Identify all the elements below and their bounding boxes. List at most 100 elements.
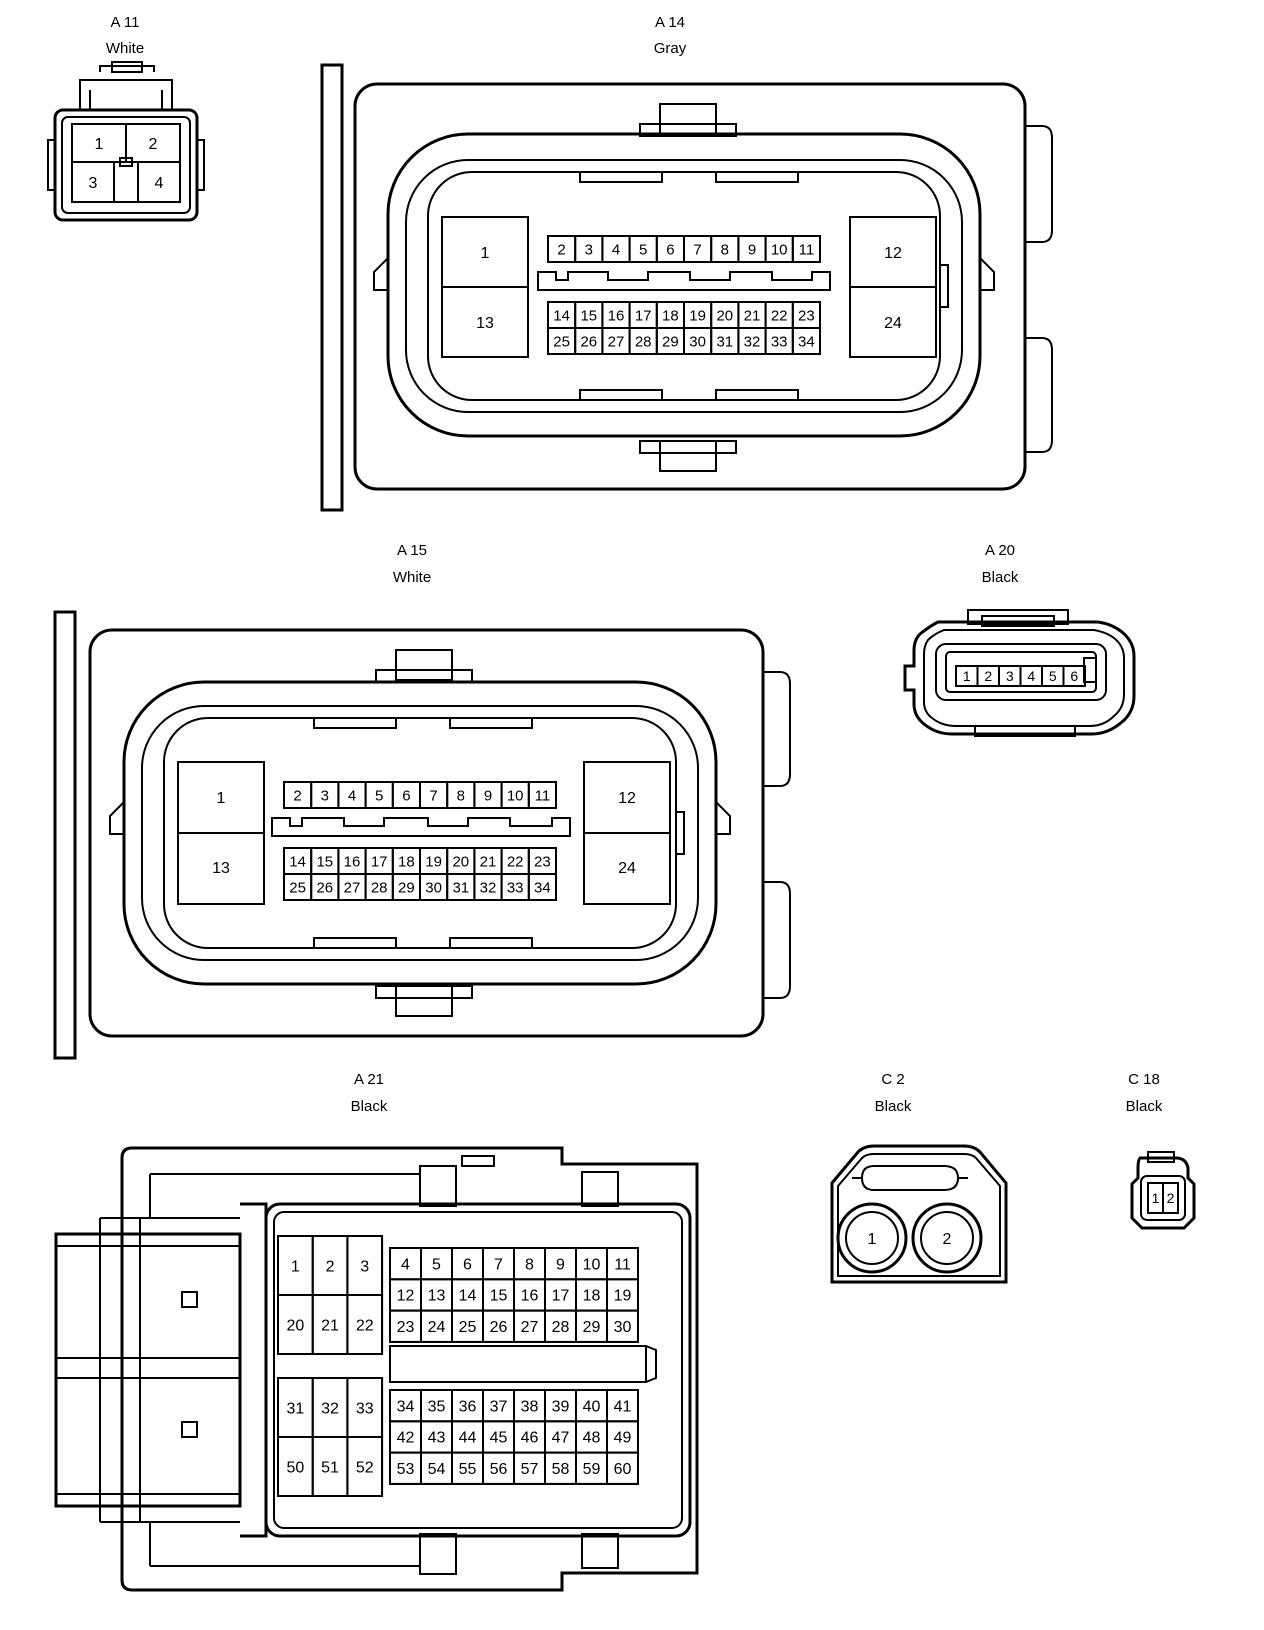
a14-pin-1: 1 bbox=[481, 245, 490, 262]
a21-pin-30: 30 bbox=[614, 1319, 632, 1336]
a14-pin-8: 8 bbox=[721, 241, 729, 258]
a15-pin-7: 7 bbox=[429, 787, 437, 804]
a15-pin-5: 5 bbox=[375, 787, 383, 804]
a21-pin-43: 43 bbox=[428, 1430, 446, 1447]
a15-pin-2: 2 bbox=[293, 787, 301, 804]
a14-pin-18: 18 bbox=[662, 307, 679, 324]
a20-pin-4: 4 bbox=[1027, 668, 1035, 684]
a15-color-label: White bbox=[392, 569, 432, 586]
a21-pin-21: 21 bbox=[321, 1317, 339, 1334]
a21-pin-7: 7 bbox=[494, 1256, 503, 1273]
a21-pin-16: 16 bbox=[521, 1288, 539, 1305]
c2-pin-2: 2 bbox=[943, 1231, 952, 1248]
a21-pin-51: 51 bbox=[321, 1459, 339, 1476]
a14-pin-5: 5 bbox=[639, 241, 647, 258]
a15-pin-19: 19 bbox=[425, 853, 442, 870]
a21-pin-22-cell bbox=[346, 1294, 384, 1355]
a14-pin-16: 16 bbox=[608, 307, 625, 324]
a21-pin-48: 48 bbox=[583, 1430, 601, 1447]
a21-pin-20: 20 bbox=[286, 1317, 304, 1334]
a21-pin-38: 38 bbox=[521, 1398, 539, 1415]
a21-pin-54: 54 bbox=[428, 1461, 446, 1478]
a15-pin-8: 8 bbox=[457, 787, 465, 804]
a15-pin-11: 11 bbox=[535, 787, 551, 804]
a21-pin-18: 18 bbox=[583, 1288, 601, 1305]
a21-pin-37: 37 bbox=[490, 1398, 508, 1415]
a21-pin-6: 6 bbox=[463, 1256, 472, 1273]
a20-pin-2: 2 bbox=[984, 668, 992, 684]
c2-pin-1: 1 bbox=[868, 1231, 877, 1248]
a15-pin-3: 3 bbox=[321, 787, 329, 804]
a11-pin-2: 2 bbox=[149, 136, 158, 153]
connector-a21 bbox=[54, 1146, 699, 1592]
a21-pin-19: 19 bbox=[614, 1288, 632, 1305]
a20-pin-1: 1 bbox=[963, 668, 971, 684]
a14-pin-17: 17 bbox=[635, 307, 652, 324]
a21-pin-33: 33 bbox=[356, 1400, 374, 1417]
a14-pin-32: 32 bbox=[744, 333, 761, 350]
a15-pin-17: 17 bbox=[371, 853, 388, 870]
a21-pin-35: 35 bbox=[428, 1398, 446, 1415]
a21-pin-52: 52 bbox=[356, 1459, 374, 1476]
a14-color-label: Gray bbox=[653, 40, 687, 57]
a21-pin-2: 2 bbox=[326, 1258, 335, 1275]
a15-pin-32: 32 bbox=[480, 879, 497, 896]
a21-pin-28: 28 bbox=[552, 1319, 570, 1336]
a15-pin-13: 13 bbox=[212, 860, 230, 877]
a21-pin-31: 31 bbox=[286, 1400, 304, 1417]
a14-pin-34-cell bbox=[791, 327, 821, 355]
a21-pin-60-cell bbox=[606, 1451, 639, 1485]
a21-pin-50: 50 bbox=[286, 1459, 304, 1476]
a14-pin-12: 12 bbox=[884, 245, 902, 262]
a21-pin-40: 40 bbox=[583, 1398, 601, 1415]
connector-c18 bbox=[1130, 1151, 1196, 1230]
a21-pin-41: 41 bbox=[614, 1398, 632, 1415]
a15-pin-9: 9 bbox=[484, 787, 492, 804]
a21-pin-8: 8 bbox=[525, 1256, 534, 1273]
a21-pin-27: 27 bbox=[521, 1319, 539, 1336]
a21-pin-55: 55 bbox=[459, 1461, 477, 1478]
a21-pin-30-cell bbox=[606, 1309, 639, 1343]
a15-pin-12: 12 bbox=[618, 790, 636, 807]
a21-pin-24: 24 bbox=[428, 1319, 446, 1336]
a21-pin-57: 57 bbox=[521, 1461, 539, 1478]
a14-pin-22: 22 bbox=[771, 307, 788, 324]
a14-pin-34: 34 bbox=[798, 333, 815, 350]
a21-color-label: Black bbox=[350, 1098, 388, 1115]
a15-pin-30: 30 bbox=[425, 879, 442, 896]
a15-pin-34-cell bbox=[527, 873, 557, 901]
a14-pin-2: 2 bbox=[557, 241, 565, 258]
a21-pin-60: 60 bbox=[614, 1461, 632, 1478]
a14-code-label: A 14 bbox=[654, 14, 686, 31]
c18-pin-2: 2 bbox=[1167, 1190, 1175, 1206]
a21-pin-29: 29 bbox=[583, 1319, 601, 1336]
a21-pin-44: 44 bbox=[459, 1430, 477, 1447]
a11-pin-3: 3 bbox=[89, 175, 98, 192]
a14-pin-33: 33 bbox=[771, 333, 788, 350]
a21-pin-11: 11 bbox=[614, 1256, 631, 1273]
a14-pin-3: 3 bbox=[585, 241, 593, 258]
a14-pin-10: 10 bbox=[771, 241, 788, 258]
a15-pin-6: 6 bbox=[402, 787, 410, 804]
a11-pin-4: 4 bbox=[155, 175, 164, 192]
a15-pin-4: 4 bbox=[348, 787, 356, 804]
connector-a20 bbox=[903, 609, 1136, 737]
a21-pin-26: 26 bbox=[490, 1319, 508, 1336]
connector-a11 bbox=[47, 61, 205, 222]
a21-pin-36: 36 bbox=[459, 1398, 477, 1415]
a21-pin-47: 47 bbox=[552, 1430, 570, 1447]
a15-pin-33: 33 bbox=[507, 879, 524, 896]
a21-pin-12: 12 bbox=[397, 1288, 415, 1305]
a21-pin-42: 42 bbox=[397, 1430, 415, 1447]
a15-pin-10: 10 bbox=[507, 787, 524, 804]
a14-pin-23: 23 bbox=[798, 307, 815, 324]
a14-pin-30: 30 bbox=[689, 333, 706, 350]
a21-pin-32: 32 bbox=[321, 1400, 339, 1417]
a20-pin-5: 5 bbox=[1049, 668, 1057, 684]
a21-pin-17: 17 bbox=[552, 1288, 570, 1305]
a11-color-label: White bbox=[105, 40, 145, 57]
a14-pin-15: 15 bbox=[580, 307, 597, 324]
a21-pin-1: 1 bbox=[291, 1258, 300, 1275]
a11-code-label: A 11 bbox=[110, 14, 140, 31]
a15-pin-18: 18 bbox=[398, 853, 415, 870]
